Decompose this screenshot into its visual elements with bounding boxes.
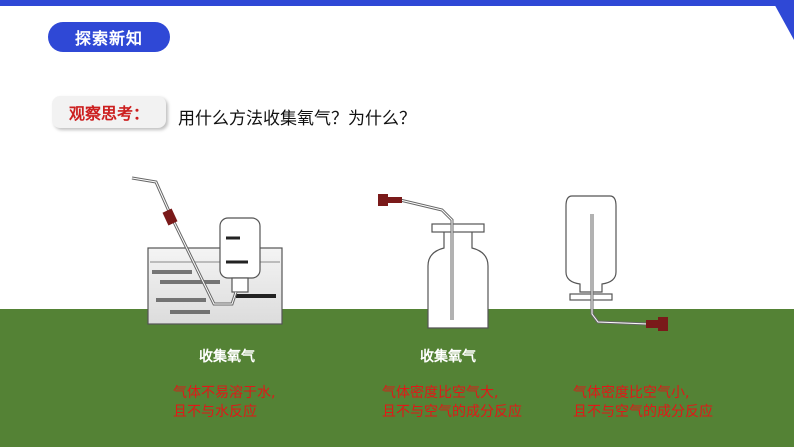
question-text: 用什么方法收集氧气？为什么？	[178, 109, 416, 129]
method-2-caption: 收集氧气	[420, 349, 476, 365]
method-2-note-line1: 气体密度比空气大,	[382, 385, 499, 401]
upward-air-displacement-apparatus	[378, 194, 489, 329]
collection-bottle	[427, 229, 489, 329]
method-2-note-line2: 且不与空气的成分反应	[382, 404, 522, 420]
method-3-note-line2: 且不与空气的成分反应	[573, 404, 713, 420]
bottle-cover	[431, 223, 485, 233]
method-2-note: 气体密度比空气大, 且不与空气的成分反应	[382, 384, 522, 422]
section-title-tab: 探索新知	[48, 22, 170, 52]
question-label: 观察思考：	[52, 96, 166, 128]
rubber-connector	[646, 320, 660, 328]
method-1-note-line2: 且不与水反应	[173, 404, 257, 420]
method-3-note: 气体密度比空气小, 且不与空气的成分反应	[573, 384, 713, 422]
rubber-connector	[378, 194, 388, 206]
water-displacement-apparatus	[131, 176, 283, 325]
method-3-note-line1: 气体密度比空气小,	[573, 385, 690, 401]
method-1-note: 气体不易溶于水, 且不与水反应	[173, 384, 275, 422]
method-1-caption: 收集氧气	[199, 349, 255, 365]
water-trough	[147, 247, 283, 325]
inverted-bottle	[219, 217, 261, 279]
rubber-connector	[162, 208, 178, 226]
method-1-note-line1: 气体不易溶于水,	[173, 385, 276, 401]
downward-air-displacement-apparatus	[565, 195, 668, 331]
top-accent-bar	[0, 0, 794, 6]
ground-background	[0, 309, 794, 447]
water-shading	[152, 270, 276, 314]
